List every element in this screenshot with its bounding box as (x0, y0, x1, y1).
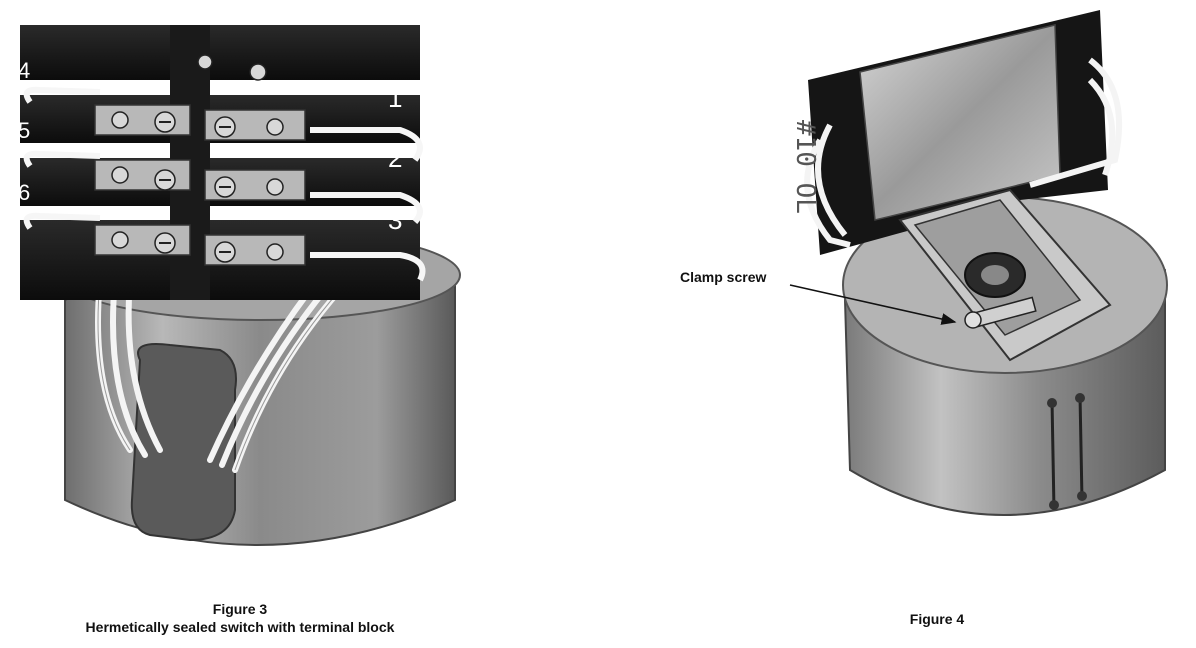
figure-3-photo: 4 5 6 1 2 3 (10, 10, 480, 570)
figure-4-caption: Figure 4 (837, 610, 1037, 628)
clamp-switch-illustration (804, 10, 1168, 516)
terminal-number-5: 5 (18, 118, 31, 143)
clamp-screw-callout: Clamp screw (680, 269, 767, 285)
terminal-number-1: 1 (388, 83, 403, 113)
terminal-number-3: 3 (388, 205, 403, 235)
terminal-number-6: 6 (18, 180, 31, 205)
hermetic-switch-illustration (20, 25, 461, 546)
terminal-number-4: 4 (18, 58, 31, 83)
figure-4-title: Figure 4 (909, 611, 965, 627)
figure-3-title: Figure 3 (212, 601, 268, 617)
figure-3-description: Hermetically sealed switch with terminal… (85, 619, 395, 635)
figure-4-photo: #10 OL (790, 0, 1190, 540)
terminal-number-2: 2 (388, 143, 403, 173)
figure-3-caption: Figure 3 Hermetically sealed switch with… (10, 600, 470, 636)
